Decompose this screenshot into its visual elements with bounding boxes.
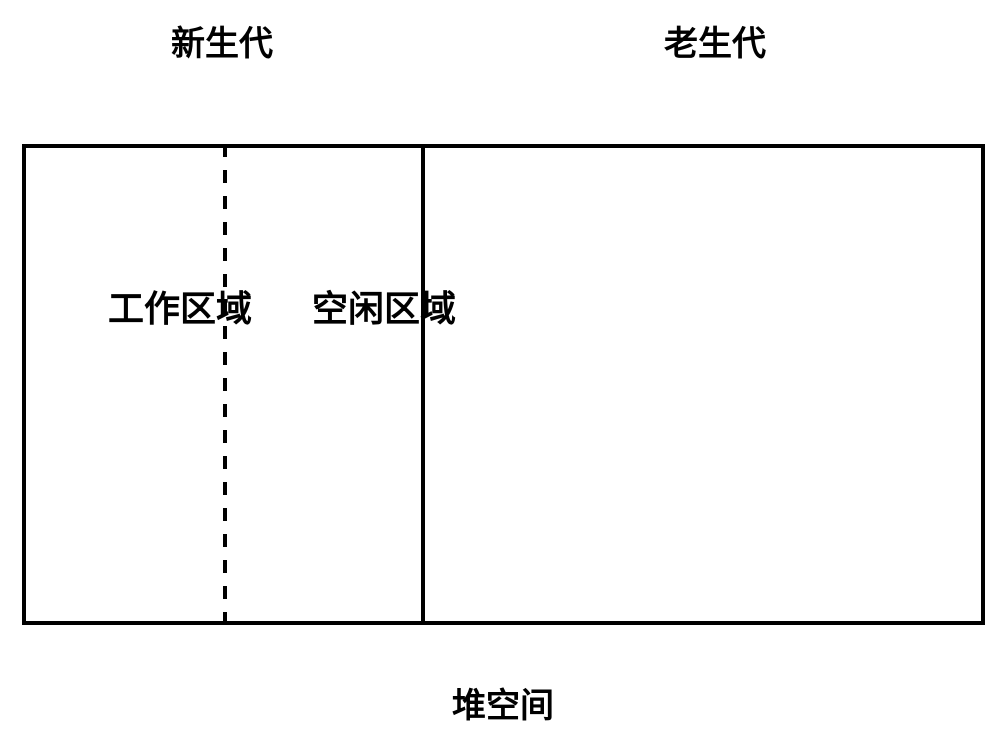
- old-generation-label: 老生代: [664, 24, 766, 64]
- generation-divider-solid: [421, 144, 425, 625]
- diagram-caption: 堆空间: [452, 686, 554, 726]
- region-divider-dashed: [223, 144, 227, 625]
- working-area-label: 工作区域: [108, 289, 253, 330]
- young-generation-label: 新生代: [171, 24, 273, 64]
- idle-area-label: 空闲区域: [312, 289, 457, 330]
- heap-box: 工作区域 空闲区域: [22, 144, 985, 625]
- heap-box-inner: 工作区域 空闲区域: [26, 144, 981, 625]
